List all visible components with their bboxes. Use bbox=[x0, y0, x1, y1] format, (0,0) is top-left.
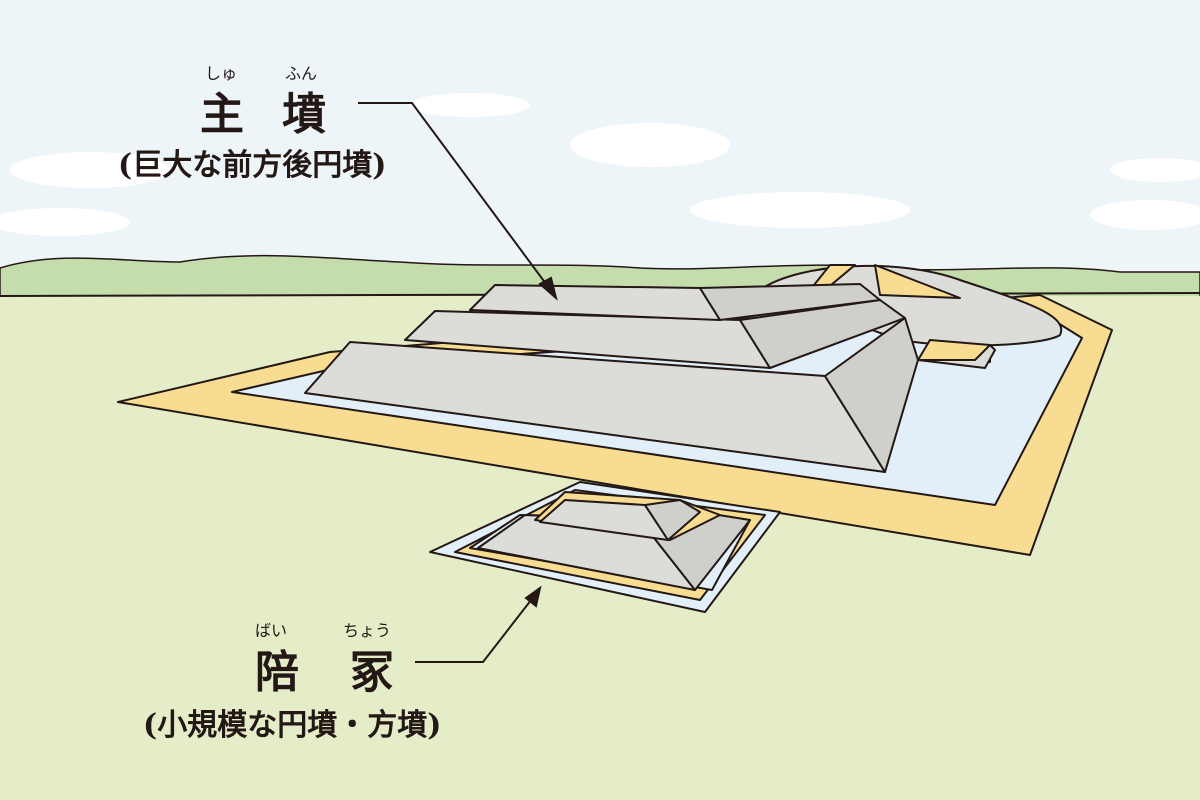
tier-3-side bbox=[699, 283, 881, 321]
main-ruby-1: しゅ bbox=[205, 64, 238, 83]
main-kofun bbox=[117, 264, 1113, 556]
satellite-title-char-1: 陪 bbox=[255, 647, 299, 698]
main-title-char-2: 墳 bbox=[282, 89, 326, 140]
satellite-leader-line bbox=[415, 594, 536, 663]
satellite-description: (小規模な円墳・方墳) bbox=[143, 708, 442, 743]
main-arrowhead bbox=[538, 276, 558, 301]
main-description: (巨大な前方後円墳) bbox=[118, 148, 387, 183]
leader-lines bbox=[358, 102, 558, 663]
satellite-title-char-2: 冢 bbox=[350, 647, 394, 698]
main-leader-line bbox=[358, 102, 553, 293]
satellite-kofun bbox=[429, 481, 781, 613]
main-title-char-1: 主 bbox=[200, 89, 244, 140]
main-ruby-2: ふん bbox=[285, 64, 318, 83]
clouds bbox=[0, 93, 1200, 236]
satellite-ruby-2: ちょう bbox=[343, 621, 392, 640]
satellite-ruby-1: ばい bbox=[255, 621, 288, 640]
satellite-arrowhead bbox=[524, 585, 542, 608]
